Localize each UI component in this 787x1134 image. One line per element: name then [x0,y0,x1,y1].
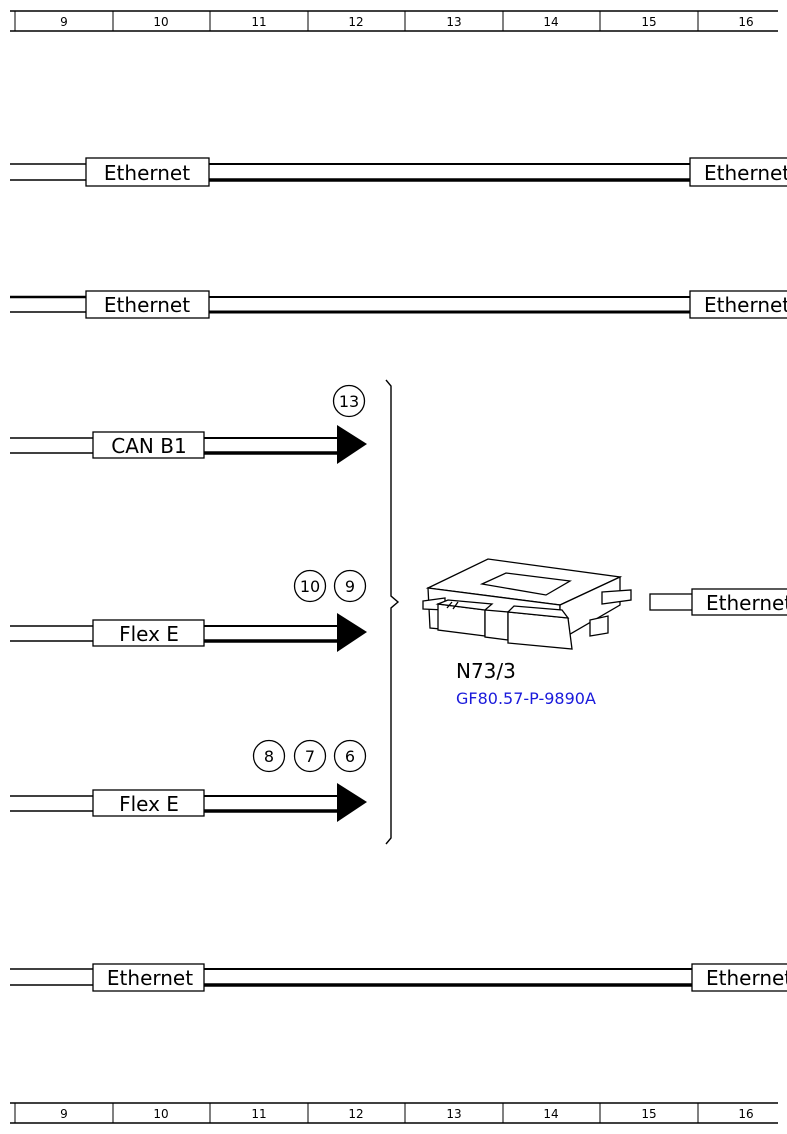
ruler-top-col-15: 15 [641,15,656,29]
ruler-top-col-14: 14 [543,15,558,29]
ruler-bottom-col-14: 14 [543,1107,558,1121]
ethernet-line-3[interactable]: Ethernet Ethernet [10,963,787,992]
flex-e-line-1[interactable]: Flex E 10 9 [10,569,367,653]
ethernet-3-right-label: Ethernet [706,966,787,990]
ethernet-2-left-label: Ethernet [104,293,190,317]
ruler-bottom-col-9: 9 [60,1107,68,1121]
pin-10: 10 [300,577,320,596]
ruler-top-col-10: 10 [153,15,168,29]
ruler-bottom-col-13: 13 [446,1107,461,1121]
ethernet-1-right-label: Ethernet [704,161,787,185]
ecu-module-icon [422,558,632,650]
ruler-top-col-9: 9 [60,15,68,29]
ethernet-3-left-label: Ethernet [107,966,193,990]
ruler-top-col-12: 12 [348,15,363,29]
connector-brace [385,379,400,845]
ecu-reference-link[interactable]: GF80.57-P-9890A [456,689,596,708]
ruler-bottom-col-11: 11 [251,1107,266,1121]
ruler-top-col-13: 13 [446,15,461,29]
ecu-name: N73/3 [456,659,516,683]
ethernet-2-right-label: Ethernet [704,293,787,317]
column-ruler-bottom: 9 10 11 12 13 14 15 16 [10,1102,778,1124]
pin-7: 7 [305,747,315,766]
pin-8: 8 [264,747,274,766]
ecu-n73-3[interactable]: N73/3 GF80.57-P-9890A [422,558,632,708]
flex-e-1-label: Flex E [119,622,179,646]
ethernet-1-left-label: Ethernet [104,161,190,185]
ethernet-line-2[interactable]: Ethernet Ethernet [10,290,787,319]
pin-13: 13 [339,392,359,411]
ruler-bottom-col-12: 12 [348,1107,363,1121]
ruler-top-col-16: 16 [738,15,753,29]
flex-e-line-2[interactable]: Flex E 8 7 6 [10,739,367,823]
pin-6: 6 [345,747,355,766]
can-b1-line[interactable]: CAN B1 13 [10,384,367,465]
flex-e-2-label: Flex E [119,792,179,816]
ruler-bottom-col-15: 15 [641,1107,656,1121]
ruler-bottom-col-10: 10 [153,1107,168,1121]
pin-9: 9 [345,577,355,596]
ruler-top-col-11: 11 [251,15,266,29]
ruler-bottom-col-16: 16 [738,1107,753,1121]
ethernet-line-1[interactable]: Ethernet Ethernet [10,157,787,187]
ecu-ethernet-label: Ethernet [706,591,787,615]
can-b1-label: CAN B1 [111,434,186,458]
column-ruler-top: 9 10 11 12 13 14 15 16 [10,10,778,32]
ecu-ethernet-stub[interactable]: Ethernet [649,588,787,616]
